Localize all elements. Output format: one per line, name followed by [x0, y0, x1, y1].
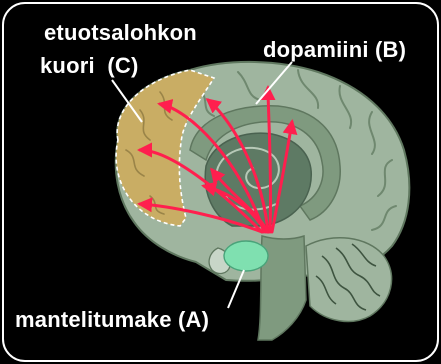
amygdala — [224, 241, 268, 271]
prefrontal-label-line2: kuori (C) — [40, 53, 139, 79]
amygdala-label: mantelitumake (A) — [12, 307, 213, 334]
dopamine-label: dopamiini (B) — [263, 37, 406, 63]
prefrontal-label-line1: etuotsalohkon — [44, 20, 197, 46]
cerebellum — [306, 238, 392, 322]
